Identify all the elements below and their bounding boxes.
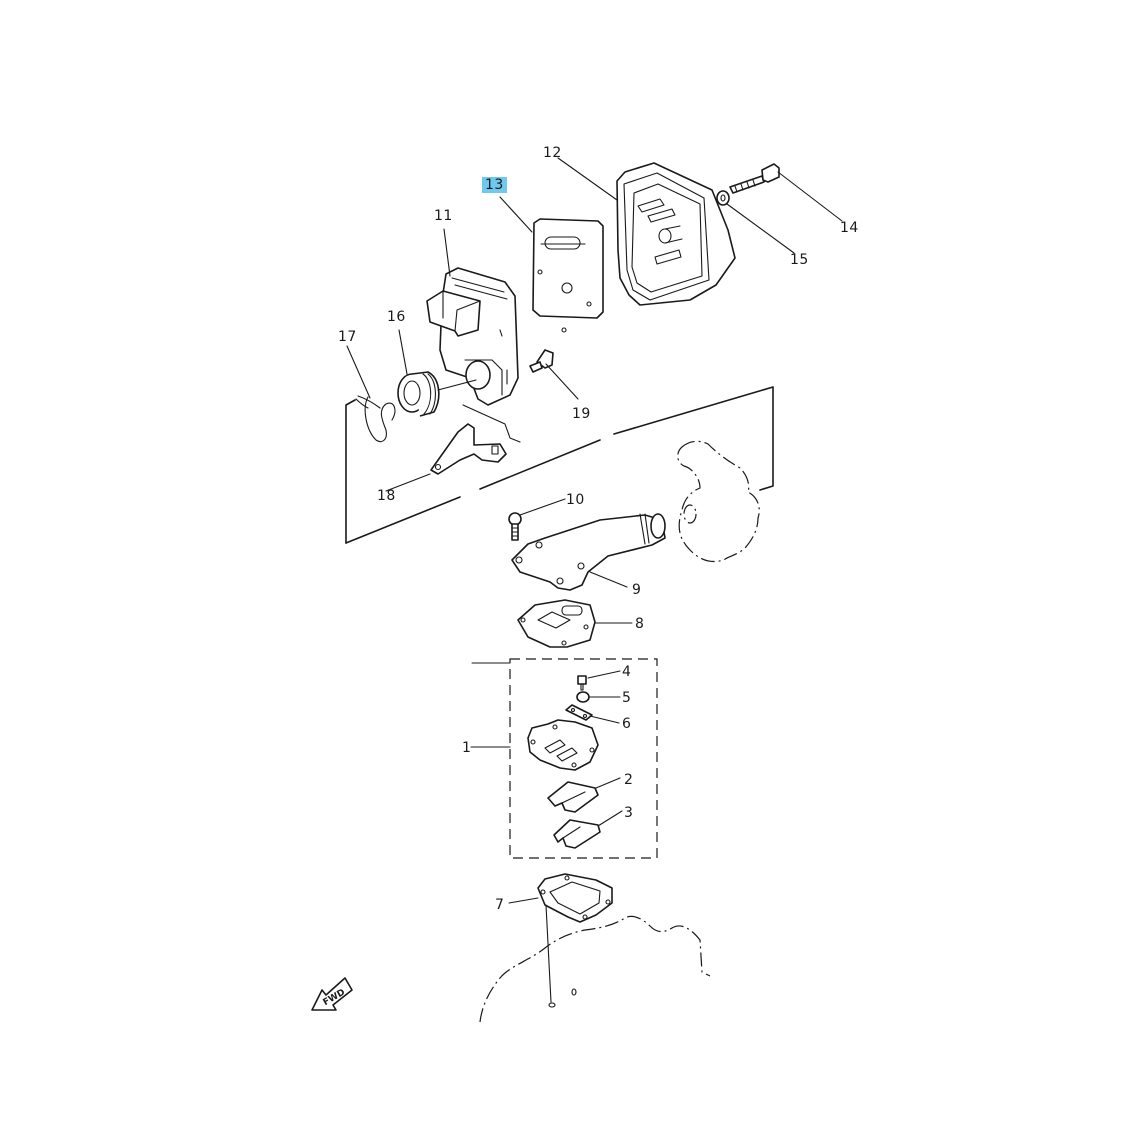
part-7-gasket xyxy=(537,873,613,923)
callout-15[interactable]: 15 xyxy=(790,252,809,268)
callout-6[interactable]: 6 xyxy=(622,716,632,732)
callout-10[interactable]: 10 xyxy=(566,492,585,508)
part-4-bolt xyxy=(577,675,587,691)
callout-14[interactable]: 14 xyxy=(840,220,859,236)
part-1-reed-valve xyxy=(527,719,599,771)
callout-1[interactable]: 1 xyxy=(462,740,472,756)
part-16-cap xyxy=(397,371,477,417)
part-9-manifold xyxy=(511,513,666,591)
callout-4[interactable]: 4 xyxy=(622,664,632,680)
callout-12[interactable]: 12 xyxy=(543,145,562,161)
callout-16[interactable]: 16 xyxy=(387,309,406,325)
part-5-nut xyxy=(576,691,590,703)
fwd-arrow-icon: FWD xyxy=(311,977,353,1011)
callout-18[interactable]: 18 xyxy=(377,488,396,504)
part-15-washer xyxy=(716,190,730,206)
part-17-clip xyxy=(355,395,396,443)
part-3-stopper xyxy=(553,819,601,849)
subassembly-frame xyxy=(345,386,774,544)
part-6-plate xyxy=(565,704,593,721)
engine-outline-lower xyxy=(479,915,711,1023)
callout-8[interactable]: 8 xyxy=(635,616,645,632)
part-18-bracket xyxy=(430,404,521,475)
leader-lines xyxy=(346,157,843,904)
part-19-screw xyxy=(529,349,554,373)
callout-9[interactable]: 9 xyxy=(632,582,642,598)
part-12-cover xyxy=(616,162,736,306)
callout-3[interactable]: 3 xyxy=(624,805,634,821)
part-11-case xyxy=(426,267,519,406)
assembly-1-box xyxy=(509,658,658,859)
callout-17[interactable]: 17 xyxy=(338,329,357,345)
part-13-gasket xyxy=(532,218,604,333)
callout-11[interactable]: 11 xyxy=(434,208,453,224)
part-8-gasket xyxy=(517,599,596,648)
part-14-bolt xyxy=(729,163,780,194)
callout-2[interactable]: 2 xyxy=(624,772,634,788)
leader-7-line xyxy=(545,904,552,1003)
part-2-reed xyxy=(547,781,599,813)
callout-7[interactable]: 7 xyxy=(495,897,505,913)
part-10-screw xyxy=(508,512,522,541)
engine-outline-upper xyxy=(677,440,760,563)
callout-19[interactable]: 19 xyxy=(572,406,591,422)
callout-5[interactable]: 5 xyxy=(622,690,632,706)
callout-13-highlighted[interactable]: 13 xyxy=(482,177,507,193)
